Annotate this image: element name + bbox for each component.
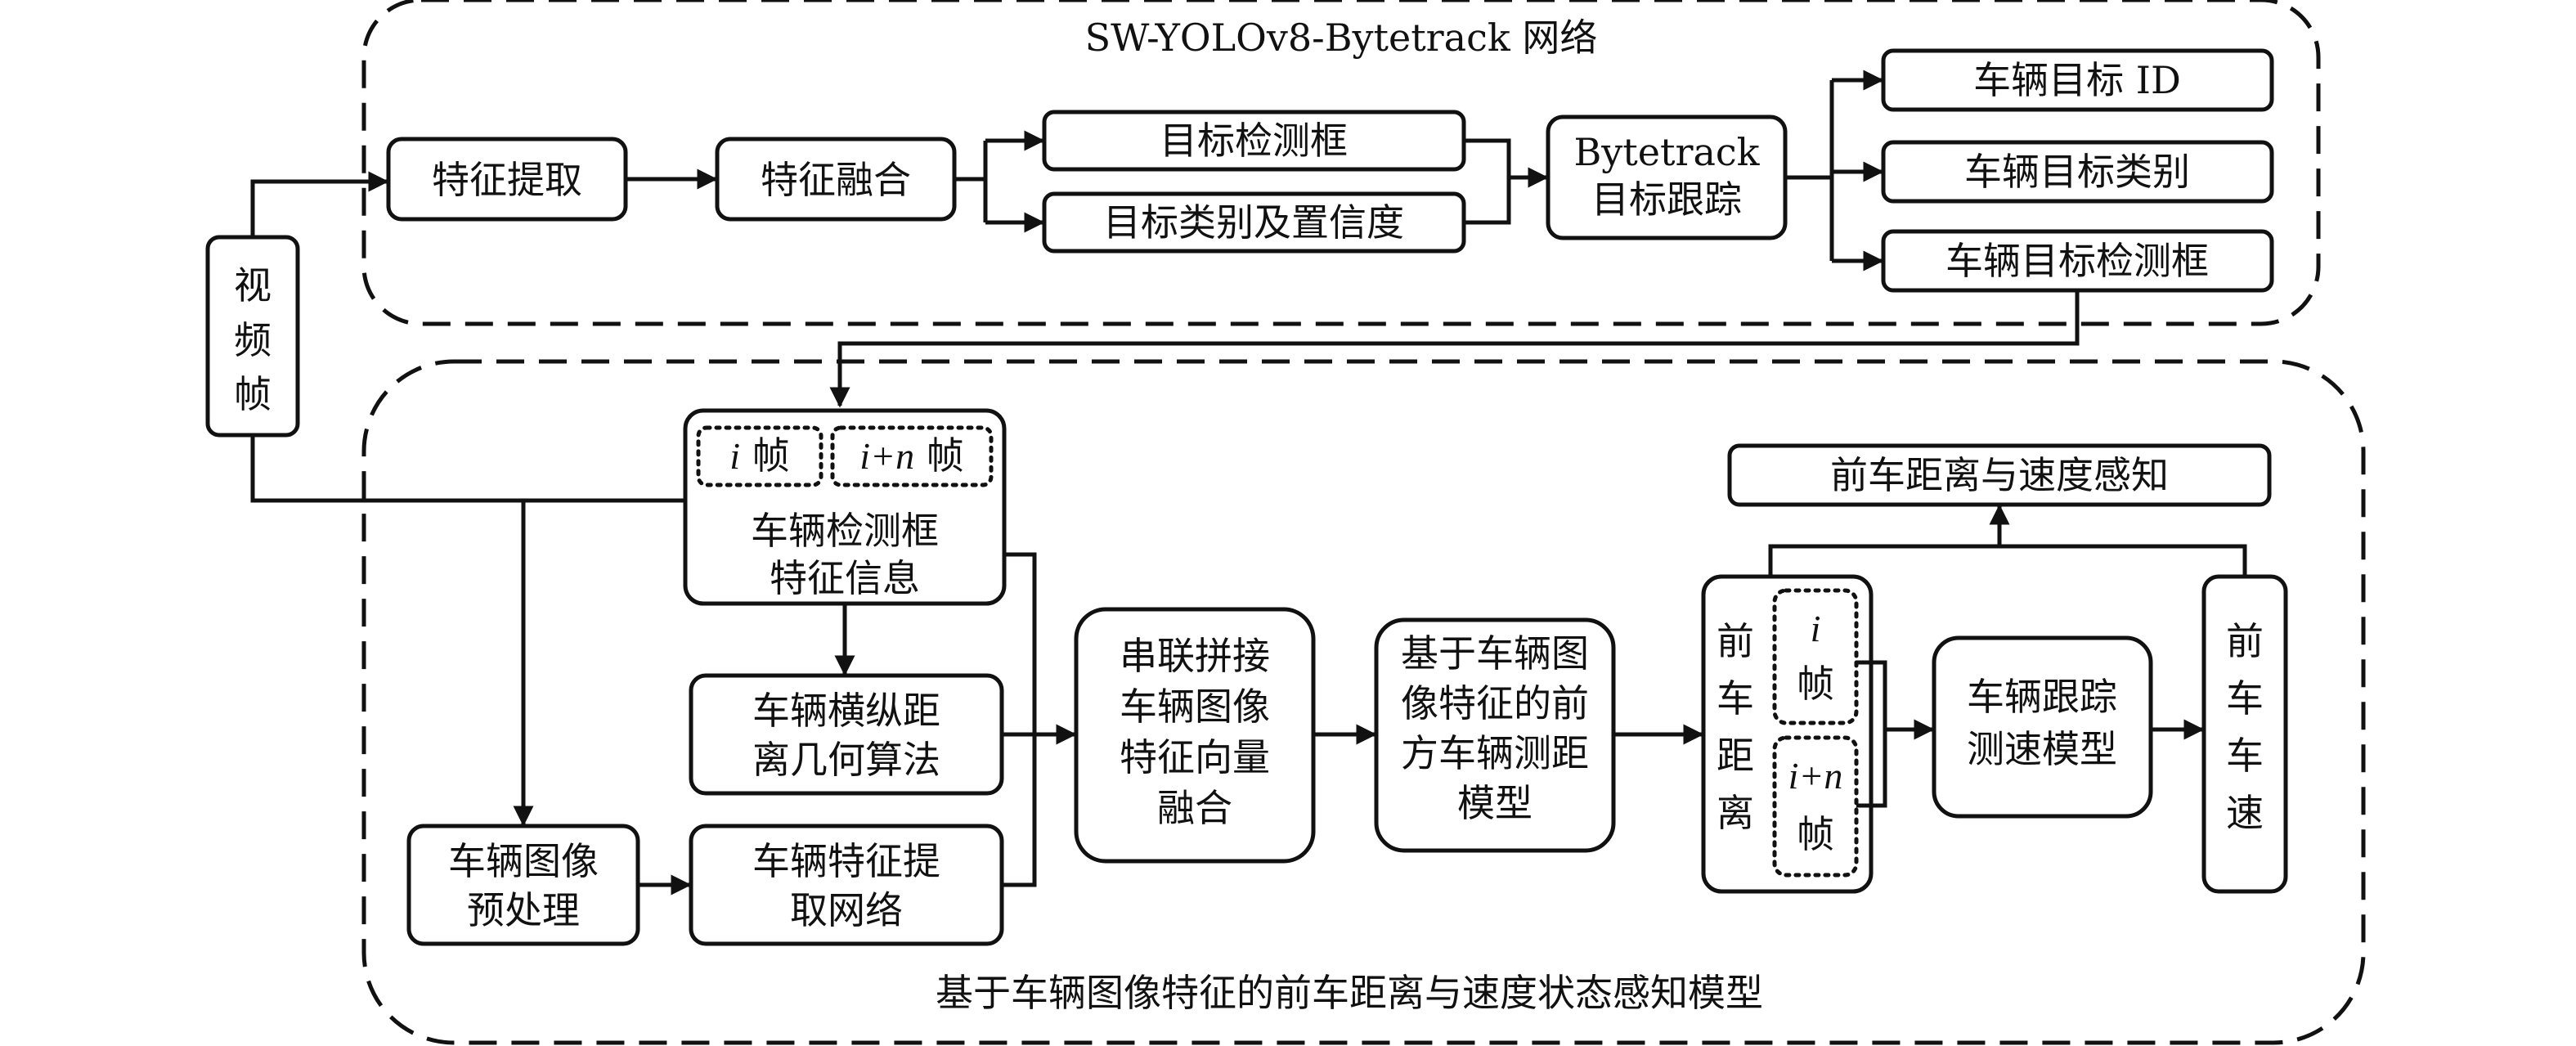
video-frame-label-2: 频	[234, 318, 272, 362]
box-feature-info-label-1: 车辆检测框	[751, 509, 939, 553]
target-box-label: 目标检测框	[1160, 119, 1348, 163]
dist-frame-i-tag	[1772, 588, 1859, 725]
preprocess-label-1: 车辆图像	[448, 839, 599, 883]
box-feature-info-label-2: 特征信息	[770, 556, 920, 600]
ranging-model-label-2: 像特征的前	[1401, 681, 1589, 725]
top-group-title: SW-YOLOv8-Bytetrack 网络	[1085, 16, 1598, 60]
dist-frame-in-suffix: 帧	[1797, 812, 1834, 856]
frame-i-suffix: 帧	[740, 433, 790, 478]
dist-frame-i-suffix: 帧	[1797, 662, 1834, 706]
vehicle-id-label: 车辆目标 ID	[1973, 58, 2181, 102]
connector-dist-frames-merge	[1856, 660, 1887, 808]
frame-in-text: i+n 帧	[859, 433, 963, 478]
connector-vbox-to-bottom	[829, 290, 2080, 408]
geometry-algo-label-2: 离几何算法	[752, 738, 940, 782]
front-speed-label-3: 车	[2226, 734, 2264, 778]
concat-fusion-label-2: 车辆图像	[1120, 685, 1270, 729]
front-distance-label-3: 距	[1717, 734, 1754, 778]
ranging-model-label-1: 基于车辆图	[1401, 631, 1589, 676]
frame-in-tag	[830, 425, 994, 487]
front-speed-label-1: 前	[2226, 619, 2264, 663]
front-speed-label-4: 速	[2226, 791, 2264, 835]
speed-model-label-2: 测速模型	[1967, 727, 2117, 771]
feature-fusion-label: 特征融合	[761, 158, 911, 202]
concat-fusion-label-1: 串联拼接	[1120, 634, 1270, 678]
frame-in-suffix: 帧	[914, 433, 964, 478]
vehicle-class-label: 车辆目标类别	[1964, 150, 2190, 194]
connector-video-to-bottom	[250, 435, 685, 503]
dist-frame-in-var: i+n	[1788, 755, 1843, 797]
perception-label: 前车距离与速度感知	[1830, 453, 2169, 497]
bottom-model-group	[361, 359, 2366, 1045]
connector-box-merge	[1464, 138, 1511, 225]
feature-extract-label: 特征提取	[432, 158, 582, 202]
dist-frame-in-tag	[1772, 735, 1859, 878]
frame-i-var: i	[729, 435, 740, 477]
front-distance-label-1: 前	[1717, 619, 1754, 663]
frame-in-var: i+n	[859, 435, 914, 477]
bytetrack-label-2: 目标跟踪	[1591, 177, 1742, 222]
connector-video-to-extract	[250, 171, 389, 237]
feature-net-label-1: 车辆特征提	[752, 839, 940, 883]
front-speed-label-2: 车	[2226, 676, 2264, 721]
concat-fusion-label-3: 特征向量	[1120, 735, 1270, 779]
connector-info-merge	[1002, 552, 1037, 887]
geometry-algo-label-1: 车辆横纵距	[752, 689, 940, 733]
speed-model-label-1: 车辆跟踪	[1967, 675, 2117, 719]
feature-net-label-2: 取网络	[790, 888, 903, 932]
ranging-model-label-4: 模型	[1457, 781, 1533, 825]
vehicle-box-label: 车辆目标检测框	[1945, 239, 2209, 283]
dist-frame-i-var: i	[1811, 608, 1821, 649]
preprocess-label-2: 预处理	[467, 888, 580, 932]
front-distance-label-4: 离	[1717, 791, 1754, 835]
frame-i-tag	[696, 425, 824, 487]
top-network-group	[361, 0, 2321, 326]
ranging-model-label-3: 方车辆测距	[1401, 731, 1589, 775]
target-class-conf-label: 目标类别及置信度	[1103, 200, 1404, 245]
bottom-group-title: 基于车辆图像特征的前车距离与速度状态感知模型	[936, 971, 1763, 1015]
bytetrack-label-1: Bytetrack	[1573, 130, 1760, 174]
video-frame-label-1: 视	[234, 263, 272, 308]
video-frame-label-3: 帧	[234, 372, 272, 416]
concat-fusion-label-4: 融合	[1157, 786, 1232, 830]
frame-i-text: i 帧	[729, 433, 789, 478]
connector-perception-bar	[1768, 544, 2247, 577]
front-distance-label-2: 车	[1717, 676, 1754, 721]
